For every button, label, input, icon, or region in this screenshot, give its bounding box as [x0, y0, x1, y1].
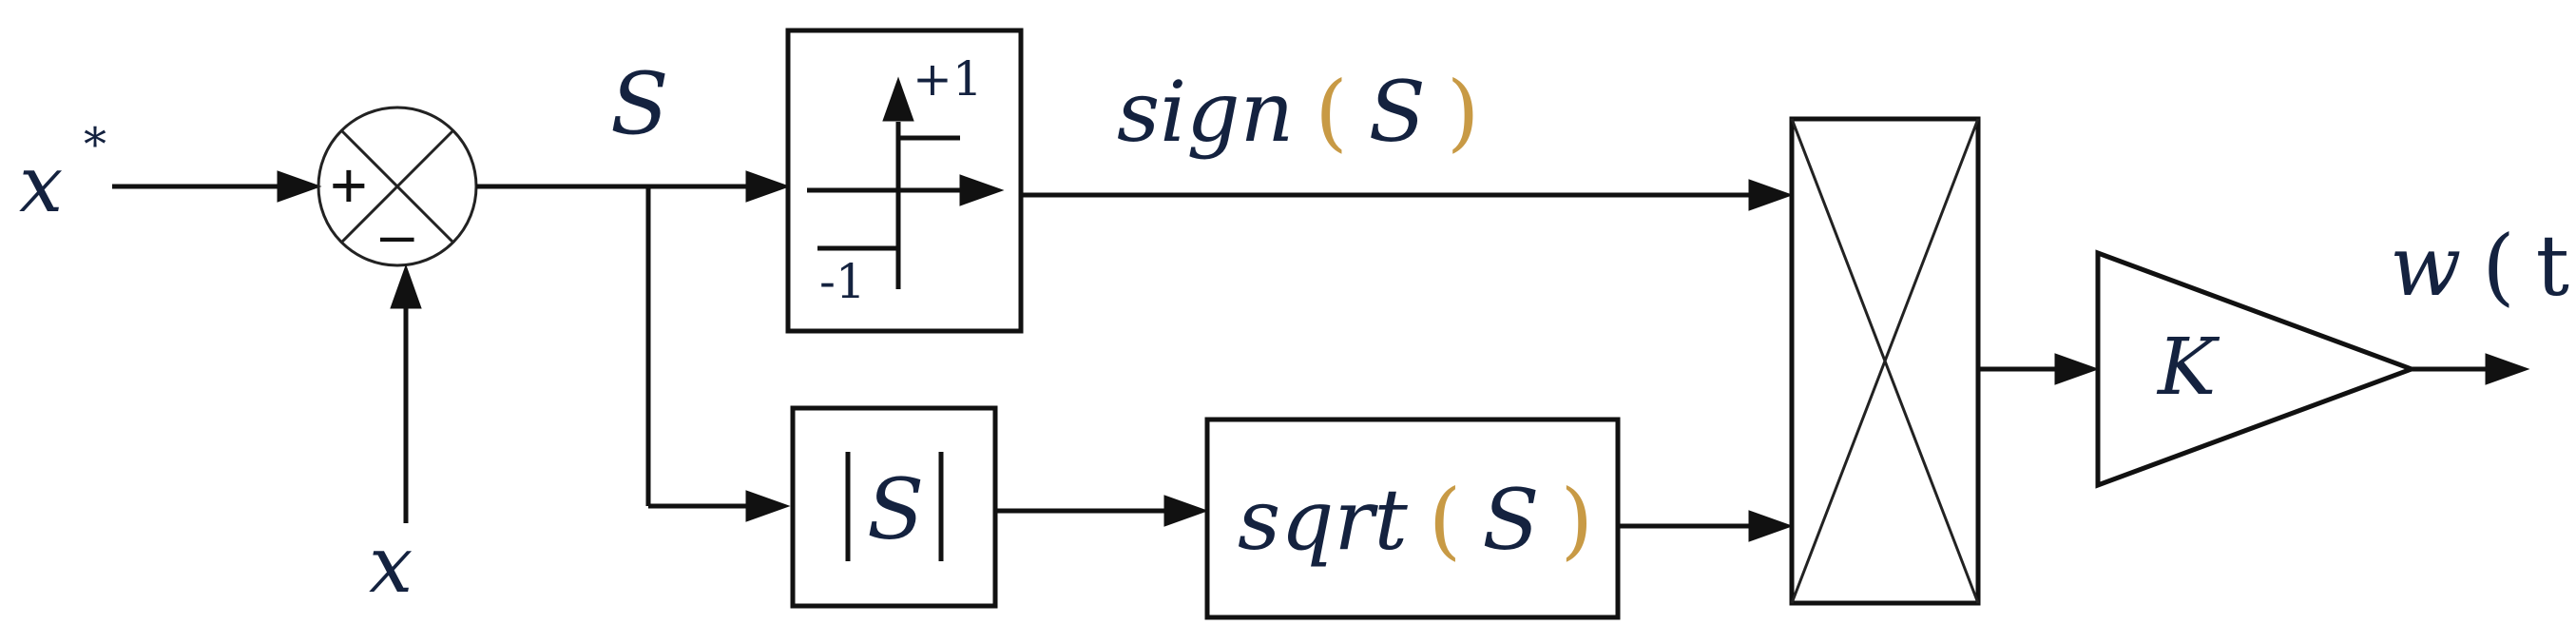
- error-signal-label: S: [610, 54, 669, 154]
- output-label: w ( t ): [2390, 217, 2576, 315]
- sign-output-label: sign ( S ): [1117, 63, 1479, 161]
- sqrt-right-parenthesis: ): [1561, 471, 1593, 569]
- sign-block-y-arrowhead: [882, 76, 914, 122]
- absolute-value-label: S: [867, 460, 924, 558]
- output-function-argument: t: [2536, 217, 2569, 315]
- summing-junction-cross-b: [339, 128, 455, 244]
- sign-block-low-label: -1: [819, 254, 866, 309]
- sqrt-label: sqrt ( S ): [1238, 471, 1593, 569]
- sqrt-function-name: sqrt: [1238, 471, 1409, 569]
- sign-function-argument: S: [1369, 63, 1426, 161]
- multiplier-cross-b: [1790, 118, 1980, 604]
- summing-minus-sign: –: [380, 200, 414, 268]
- sign-right-parenthesis: ): [1447, 63, 1479, 161]
- absolute-value-output-arrowhead: [1163, 495, 1209, 527]
- gain-output-arrowhead: [2485, 353, 2530, 385]
- sqrt-function-argument: S: [1482, 471, 1539, 569]
- sqrt-output-arrowhead: [1748, 510, 1794, 542]
- reference-input-label: x: [19, 140, 63, 230]
- sqrt-left-parenthesis: (: [1429, 471, 1461, 569]
- sign-block-x-arrowhead: [959, 174, 1005, 206]
- output-function-name: w: [2390, 217, 2461, 315]
- output-left-parenthesis: (: [2482, 217, 2514, 315]
- gain-label: K: [2156, 322, 2220, 413]
- reference-input-superscript: *: [84, 118, 106, 171]
- gain-block: [2095, 249, 2419, 489]
- sign-block-high-label: +1: [913, 51, 983, 107]
- sqrt-block: [1204, 417, 1621, 620]
- summing-plus-sign: +: [330, 149, 368, 222]
- multiplier-output-arrowhead: [2054, 353, 2100, 385]
- error-signal-arrowhead: [745, 170, 791, 203]
- sign-function-name: sign: [1117, 63, 1294, 161]
- sign-left-parenthesis: (: [1315, 63, 1347, 161]
- feedback-input-label: x: [369, 520, 413, 611]
- absolute-value-block: [790, 405, 998, 609]
- sign-block: [785, 28, 1024, 334]
- reference-input-arrowhead: [277, 170, 322, 203]
- sign-output-arrowhead: [1748, 179, 1794, 211]
- lower-branch-arrowhead: [745, 490, 791, 522]
- feedback-input-arrowhead: [390, 263, 422, 309]
